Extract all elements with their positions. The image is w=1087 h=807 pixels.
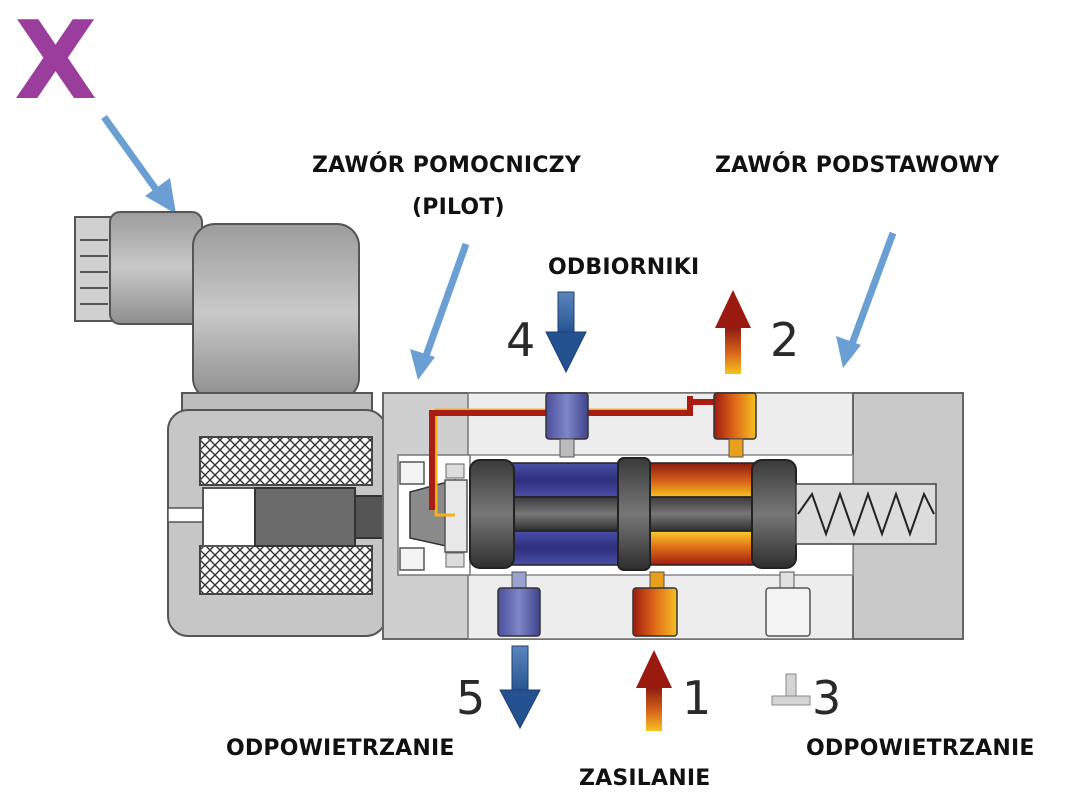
- flow-arrow-4: [545, 291, 587, 374]
- port-number-2: 2: [770, 313, 800, 367]
- flow-arrow-1: [636, 650, 672, 731]
- port-1-bottom: [632, 571, 678, 637]
- label-exhaust-right: ODPOWIETRZANIE: [806, 736, 1035, 761]
- solenoid-coil: [167, 223, 406, 637]
- label-exhaust-left: ODPOWIETRZANIE: [226, 736, 455, 761]
- label-main-valve: ZAWÓR PODSTAWOWY: [715, 153, 1000, 178]
- pointer-arrow-x: [101, 114, 176, 214]
- connector-plug: [74, 211, 203, 325]
- return-spring: [795, 483, 937, 545]
- flow-arrow-2: [715, 290, 751, 374]
- port-number-1: 1: [682, 671, 712, 725]
- label-pilot-line1: ZAWÓR POMOCNICZY: [312, 153, 581, 178]
- spool: [469, 457, 797, 571]
- port-5-bottom: [497, 571, 541, 637]
- port-2-top: [713, 392, 757, 458]
- label-supply: ZASILANIE: [579, 766, 711, 791]
- label-outputs: ODBIORNIKI: [548, 255, 700, 280]
- port-4-top: [545, 392, 589, 458]
- marker-x: X: [14, 0, 98, 124]
- exhaust-symbol-3: [771, 673, 811, 706]
- port-number-5: 5: [456, 671, 486, 725]
- port-number-4: 4: [506, 313, 536, 367]
- pointer-arrow-main-valve: [836, 231, 897, 368]
- flow-arrow-5: [499, 645, 541, 730]
- port-3-bottom: [765, 571, 811, 637]
- label-pilot-line2: (PILOT): [412, 195, 505, 220]
- port-number-3: 3: [812, 671, 842, 725]
- pointer-arrow-pilot: [410, 242, 470, 380]
